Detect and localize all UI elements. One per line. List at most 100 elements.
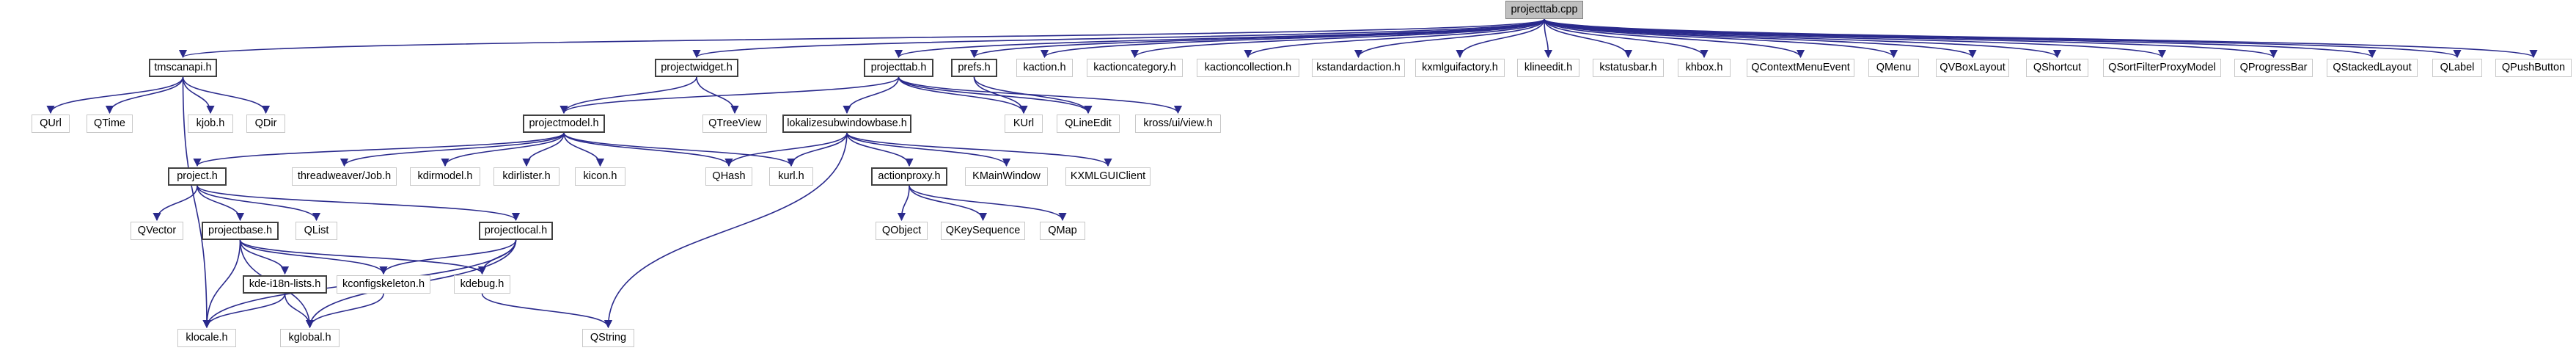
graph-node-tmscanapi-h[interactable]: tmscanapi.h — [149, 59, 217, 77]
graph-edge — [182, 76, 215, 115]
graph-node-kglobal-h[interactable]: kglobal.h — [280, 329, 340, 347]
graph-edge — [603, 132, 848, 329]
graph-node-kross-ui-view-h[interactable]: kross/ui/view.h — [1135, 115, 1221, 133]
graph-node-kxmlguifactory-h[interactable]: kxmlguifactory.h — [1415, 59, 1505, 77]
graph-edge — [197, 185, 245, 222]
graph-edge — [898, 76, 1093, 115]
graph-node-QSortFilterProxyModel[interactable]: QSortFilterProxyModel — [2103, 59, 2221, 77]
graph-node-projecttab-h[interactable]: projecttab.h — [864, 59, 933, 77]
graph-edge — [563, 132, 605, 167]
graph-node-kdirlister-h[interactable]: kdirlister.h — [493, 167, 559, 186]
graph-edge — [202, 293, 286, 329]
graph-node-QTreeView[interactable]: QTreeView — [702, 115, 767, 133]
graph-node-kicon-h[interactable]: kicon.h — [575, 167, 625, 186]
graph-edge — [909, 185, 988, 222]
graph-node-threadweaver-Job-h[interactable]: threadweaver/Job.h — [292, 167, 397, 186]
graph-node-projectmodel-h[interactable]: projectmodel.h — [523, 115, 605, 133]
graph-edge — [973, 76, 1093, 115]
graph-node-QKeySequence[interactable]: QKeySequence — [941, 222, 1025, 240]
graph-edge — [1544, 18, 1805, 59]
graph-node-kactioncategory-h[interactable]: kactioncategory.h — [1087, 59, 1183, 77]
graph-node-QVector[interactable]: QVector — [131, 222, 183, 240]
graph-edge — [197, 185, 321, 222]
graph-edge — [559, 76, 697, 115]
graph-edge — [692, 18, 1545, 59]
graph-edge — [843, 76, 900, 115]
graph-node-kstatusbar-h[interactable]: kstatusbar.h — [1593, 59, 1664, 77]
graph-node-QPushButton[interactable]: QPushButton — [2495, 59, 2572, 77]
graph-node-QUrl-r3[interactable]: QUrl — [32, 115, 70, 133]
graph-node-QString[interactable]: QString — [582, 329, 634, 347]
graph-node-kaction-h[interactable]: kaction.h — [1016, 59, 1073, 77]
graph-edge — [1544, 18, 2166, 59]
graph-node-projectwidget-h[interactable]: projectwidget.h — [655, 59, 738, 77]
graph-edge — [1456, 18, 1545, 59]
graph-node-kdirmodel-h[interactable]: kdirmodel.h — [410, 167, 480, 186]
graph-edge — [46, 76, 184, 115]
graph-node-kdebug-h[interactable]: kdebug.h — [454, 275, 510, 294]
graph-edge — [522, 132, 565, 167]
graph-edge — [898, 76, 1182, 115]
graph-edge — [559, 76, 900, 115]
graph-edge — [1544, 18, 1898, 59]
graph-edge — [973, 76, 1028, 115]
graph-edge — [1544, 18, 1709, 59]
graph-node-projectlocal-h[interactable]: projectlocal.h — [479, 222, 553, 240]
graph-edge — [563, 132, 796, 167]
graph-edge — [182, 76, 211, 329]
graph-node-QShortcut[interactable]: QShortcut — [2026, 59, 2088, 77]
graph-node-QContextMenuEvent[interactable]: QContextMenuEvent — [1747, 59, 1854, 77]
graph-node-prefs-h[interactable]: prefs.h — [951, 59, 997, 77]
graph-edge — [1544, 18, 2462, 59]
graph-edge — [1544, 18, 1633, 59]
graph-edge — [898, 76, 1028, 115]
graph-node-QDir[interactable]: QDir — [246, 115, 285, 133]
graph-node-kstandardaction-h[interactable]: kstandardaction.h — [1312, 59, 1405, 77]
graph-edge — [1544, 18, 1977, 59]
graph-node-kjob-h[interactable]: kjob.h — [188, 115, 233, 133]
graph-node-QMap[interactable]: QMap — [1040, 222, 1085, 240]
graph-node-kde-i18n-lists-h[interactable]: kde-i18n-lists.h — [243, 275, 327, 294]
graph-edge — [441, 132, 565, 167]
graph-node-kactioncollection-h[interactable]: kactioncollection.h — [1197, 59, 1299, 77]
graph-node-QList[interactable]: QList — [296, 222, 337, 240]
graph-node-QLabel[interactable]: QLabel — [2432, 59, 2482, 77]
graph-edge — [846, 132, 914, 167]
graph-edge — [153, 185, 198, 222]
graph-edge — [1041, 18, 1545, 59]
graph-node-klocale-h[interactable]: klocale.h — [177, 329, 236, 347]
graph-node-QHash[interactable]: QHash — [705, 167, 752, 186]
graph-node-QMenu[interactable]: QMenu — [1868, 59, 1919, 77]
graph-node-KXMLGUIClient[interactable]: KXMLGUIClient — [1065, 167, 1151, 186]
graph-node-kconfigskeleton-h[interactable]: kconfigskeleton.h — [337, 275, 430, 294]
graph-node-klineedit-h[interactable]: klineedit.h — [1517, 59, 1579, 77]
graph-node-KMainWindow[interactable]: KMainWindow — [965, 167, 1048, 186]
graph-edge — [1544, 18, 2278, 59]
graph-edge — [724, 132, 848, 167]
graph-edge — [1244, 18, 1545, 59]
graph-node-QTime[interactable]: QTime — [87, 115, 133, 133]
graph-edge — [179, 18, 1545, 59]
graph-node-projecttab-cpp[interactable]: projecttab.cpp — [1505, 1, 1583, 19]
graph-edge — [909, 185, 1067, 222]
graph-node-QStackedLayout[interactable]: QStackedLayout — [2327, 59, 2418, 77]
graph-node-khbox-h[interactable]: khbox.h — [1678, 59, 1731, 77]
graph-edge — [897, 185, 910, 222]
graph-node-projectbase-h[interactable]: projectbase.h — [202, 222, 279, 240]
graph-node-QProgressBar[interactable]: QProgressBar — [2234, 59, 2313, 77]
graph-node-lokalizesubwindowbase-h[interactable]: lokalizesubwindowbase.h — [782, 115, 911, 133]
graph-node-project-h[interactable]: project.h — [168, 167, 227, 186]
graph-node-actionproxy-h[interactable]: actionproxy.h — [871, 167, 947, 186]
graph-node-QLineEdit[interactable]: QLineEdit — [1057, 115, 1120, 133]
graph-edge — [239, 239, 388, 275]
graph-edge — [1354, 18, 1545, 59]
graph-node-kurl-h[interactable]: kurl.h — [769, 167, 813, 186]
graph-node-QVBoxLayout[interactable]: QVBoxLayout — [1936, 59, 2009, 77]
graph-edge — [379, 239, 517, 275]
graph-node-KUrl-r3[interactable]: KUrl — [1005, 115, 1043, 133]
graph-edge — [1544, 18, 1553, 59]
graph-node-QObject[interactable]: QObject — [876, 222, 928, 240]
graph-edge — [105, 76, 184, 115]
